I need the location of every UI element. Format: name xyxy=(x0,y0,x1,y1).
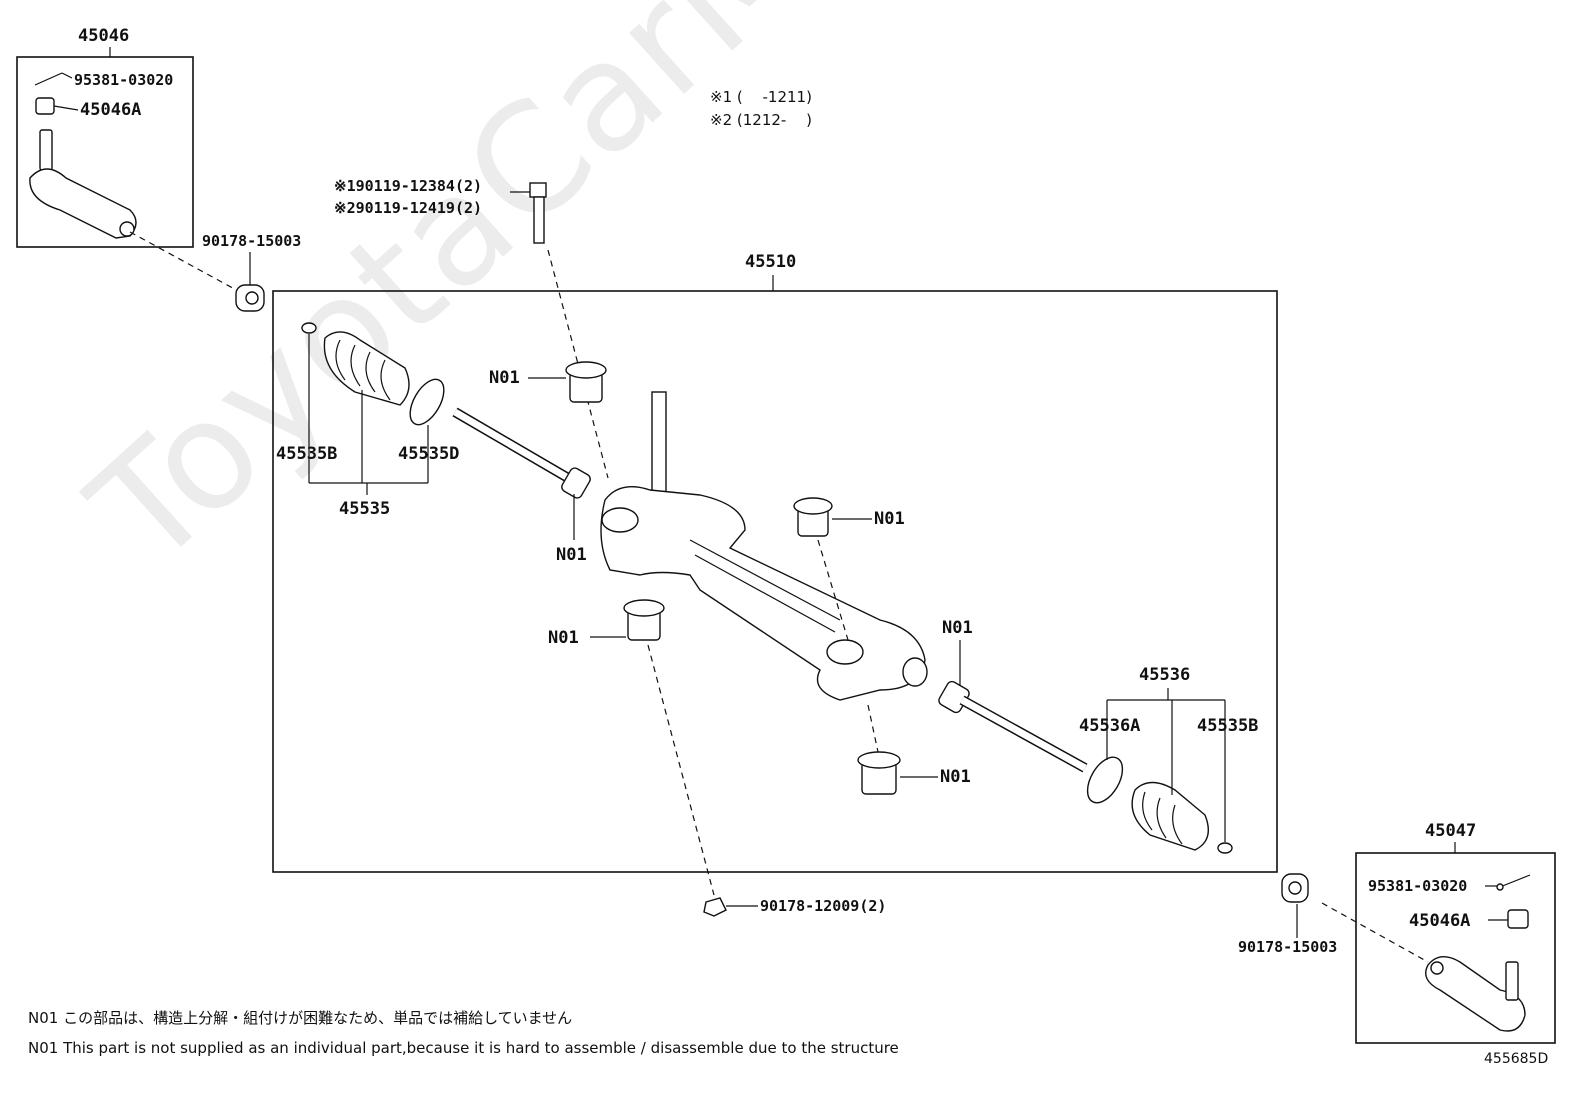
bushing-bottom-icon xyxy=(857,751,901,795)
label-n01-rack-rh[interactable]: N01 xyxy=(942,618,973,638)
label-45535d[interactable]: 45535D xyxy=(398,444,460,464)
label-washer-lh[interactable]: 90178-15003 xyxy=(202,232,302,250)
note-1: ※1 ( -1211) xyxy=(710,88,812,106)
label-45046a-rh[interactable]: 45046A xyxy=(1409,911,1471,931)
label-45536a[interactable]: 45536A xyxy=(1079,716,1141,736)
label-nut-bottom[interactable]: 90178-12009(2) xyxy=(760,897,887,915)
rack-end-lh-icon xyxy=(452,407,591,499)
bolt-icon xyxy=(529,182,547,244)
note-2: ※2 (1212- ) xyxy=(710,111,812,129)
legend-en: N01 This part is not supplied as an indi… xyxy=(28,1039,899,1057)
label-n01-bottom[interactable]: N01 xyxy=(940,767,971,787)
boot-clamp-lh-icon xyxy=(409,378,445,426)
label-45510[interactable]: 45510 xyxy=(745,252,797,272)
steering-gear-housing-icon xyxy=(600,391,928,701)
diagram-id: 455685D xyxy=(1484,1051,1549,1067)
boot-rh-icon xyxy=(1131,781,1209,851)
label-n01-mid-left[interactable]: N01 xyxy=(548,628,579,648)
cotter-pin-rh-icon xyxy=(1496,874,1531,891)
tie-rod-end-lh-icon xyxy=(29,129,137,239)
boot-lh-icon xyxy=(323,331,410,406)
tie-rod-end-rh-icon xyxy=(1425,956,1526,1032)
bushing-mid-left-icon xyxy=(623,599,665,641)
label-45535[interactable]: 45535 xyxy=(339,499,391,519)
label-n01-rack-lh[interactable]: N01 xyxy=(556,545,587,565)
boot-clamp-rh-icon xyxy=(1086,756,1124,804)
label-cotter-pin-lh[interactable]: 95381-03020 xyxy=(74,71,174,89)
bushing-top-icon xyxy=(565,361,607,403)
castle-nut-lh-icon xyxy=(35,97,55,115)
label-45047[interactable]: 45047 xyxy=(1425,821,1477,841)
legend-jp: N01 この部品は、構造上分解・組付けが困難なため、単品では補給していません xyxy=(28,1009,573,1027)
castle-nut-rh-icon xyxy=(1507,909,1529,929)
label-45046[interactable]: 45046 xyxy=(78,26,130,46)
bushing-mid-right-icon xyxy=(793,497,833,537)
label-bolt-1[interactable]: ※190119-12384(2) xyxy=(334,177,483,195)
tie-rod-end-lh-box xyxy=(16,56,194,248)
boot-clip-small-lh-icon xyxy=(301,322,317,334)
label-45535b-lh[interactable]: 45535B xyxy=(276,444,338,464)
label-n01-mid-right[interactable]: N01 xyxy=(874,509,905,529)
label-bolt-2[interactable]: ※290119-12419(2) xyxy=(334,199,483,217)
label-45536[interactable]: 45536 xyxy=(1139,665,1191,685)
label-n01-top[interactable]: N01 xyxy=(489,368,520,388)
label-45046a-lh[interactable]: 45046A xyxy=(80,100,142,120)
label-cotter-pin-rh[interactable]: 95381-03020 xyxy=(1368,877,1468,895)
label-washer-rh[interactable]: 90178-15003 xyxy=(1238,938,1338,956)
boot-clip-small-rh-icon xyxy=(1217,842,1233,854)
label-45535b-rh[interactable]: 45535B xyxy=(1197,716,1259,736)
rack-end-rh-icon xyxy=(938,680,1088,773)
nut-bottom-icon xyxy=(703,897,727,917)
gear-assy-box xyxy=(272,290,1278,873)
cotter-pin-lh-icon xyxy=(34,72,73,86)
